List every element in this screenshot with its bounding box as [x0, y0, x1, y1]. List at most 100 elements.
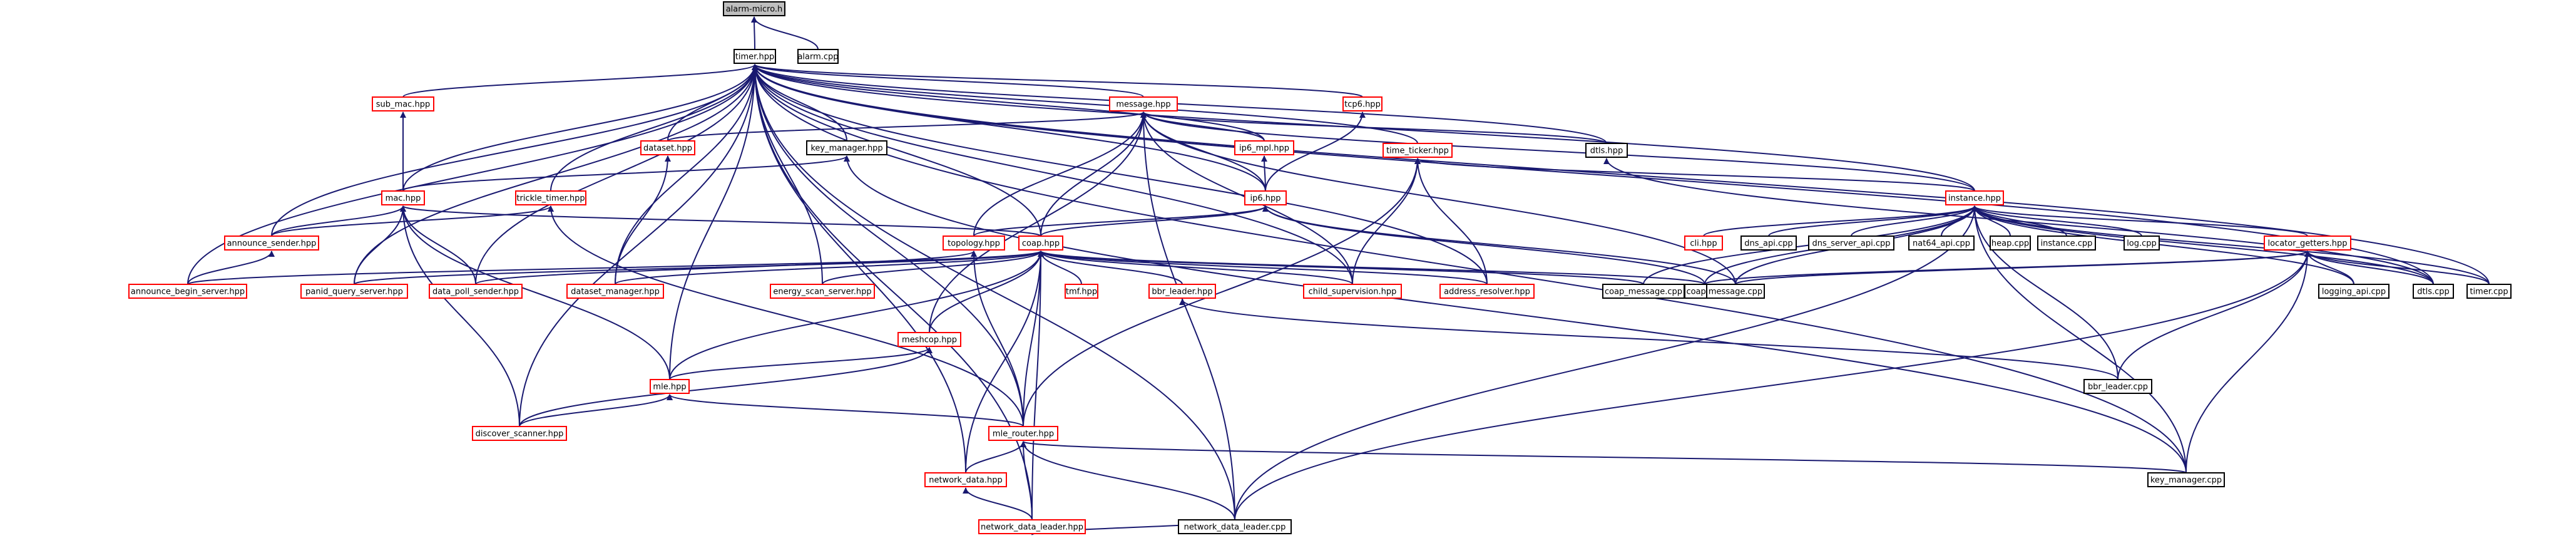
node-locator-getters-hpp[interactable]: locator_getters.hpp — [2264, 235, 2351, 251]
node-discover-scanner-hpp[interactable]: discover_scanner.hpp — [472, 426, 567, 441]
node-address-resolver-hpp[interactable]: address_resolver.hpp — [1439, 284, 1535, 299]
edge-mac_hpp-announce_sender_hpp — [271, 205, 406, 237]
node-alarm-cpp[interactable]: alarm.cpp — [797, 49, 839, 64]
node-energy-scan-server-hpp[interactable]: energy_scan_server.hpp — [770, 284, 875, 299]
node-message-hpp[interactable]: message.hpp — [1109, 96, 1178, 111]
edge-mle_router_hpp-key_manager_cpp — [1020, 441, 2187, 473]
node-dtls-cpp[interactable]: dtls.cpp — [2413, 284, 2454, 299]
node-ip6-hpp[interactable]: ip6.hpp — [1244, 190, 1287, 205]
node-network-data-leader-cpp[interactable]: network_data_leader.cpp — [1178, 519, 1292, 534]
node-box — [723, 1, 785, 16]
node-meshcop-hpp[interactable]: meshcop.hpp — [897, 332, 961, 347]
edge-coap_hpp-mle_hpp — [669, 251, 1044, 380]
node-box — [733, 49, 776, 64]
node-box — [2083, 379, 2152, 394]
node-coap-hpp[interactable]: coap.hpp — [1018, 235, 1063, 251]
edge-mac_hpp-coap_hpp — [400, 205, 1041, 237]
edge-coap_hpp-child_supervision_hpp — [1038, 251, 1353, 285]
node-dns-server-api-cpp[interactable]: dns_server_api.cpp — [1808, 235, 1894, 251]
node-label: data_poll_sender.hpp — [432, 287, 519, 297]
edge-announce_sender_hpp-announce_begin_server_hpp — [187, 251, 275, 285]
edge-coap_hpp-coap_cpp — [1038, 251, 1705, 285]
node-dns-api-cpp[interactable]: dns_api.cpp — [1740, 235, 1797, 251]
node-log-cpp[interactable]: log.cpp — [2124, 235, 2160, 251]
node-nat64-api-cpp[interactable]: nat64_api.cpp — [1908, 235, 1975, 251]
node-label: panid_query_server.hpp — [305, 287, 403, 297]
node-timer-hpp[interactable]: timer.hpp — [733, 49, 776, 64]
edge-topology_hpp-data_poll_sender_hpp — [475, 251, 977, 285]
edge-timer_hpp-mac_hpp — [402, 64, 758, 192]
node-announce-sender-hpp[interactable]: announce_sender.hpp — [224, 235, 319, 251]
edge-instance_hpp-network_data_leader_cpp — [1234, 205, 1978, 520]
node-label: timer.hpp — [735, 53, 774, 62]
node-label: log.cpp — [2127, 239, 2157, 249]
node-data-poll-sender-hpp[interactable]: data_poll_sender.hpp — [429, 284, 523, 299]
node-bbr-leader-cpp[interactable]: bbr_leader.cpp — [2083, 379, 2152, 394]
node-box — [1585, 143, 1628, 158]
node-network-data-hpp[interactable]: network_data.hpp — [924, 472, 1007, 487]
node-message-cpp[interactable]: message.cpp — [1706, 284, 1765, 299]
node-alarm-micro-h[interactable]: alarm-micro.h — [723, 1, 785, 16]
node-child-supervision-hpp[interactable]: child_supervision.hpp — [1303, 284, 1402, 299]
edge-coap_hpp-mle_router_hpp — [1023, 251, 1044, 427]
node-mle-hpp[interactable]: mle.hpp — [650, 379, 690, 394]
node-heap-cpp[interactable]: heap.cpp — [1990, 235, 2031, 251]
node-cli-hpp[interactable]: cli.hpp — [1684, 235, 1723, 251]
node-key-manager-cpp[interactable]: key_manager.cpp — [2147, 472, 2225, 487]
edge-coap_hpp-announce_begin_server_hpp — [187, 251, 1044, 285]
edge-dataset_hpp-dataset_manager_hpp — [615, 155, 671, 285]
node-label: key_manager.cpp — [2150, 476, 2222, 485]
node-label: network_data_leader.cpp — [1184, 523, 1286, 532]
edge-coap_hpp-dataset_manager_hpp — [615, 251, 1044, 285]
edge-meshcop_hpp-discover_scanner_hpp — [519, 347, 933, 427]
node-sub-mac-hpp[interactable]: sub_mac.hpp — [372, 96, 434, 111]
node-box — [2147, 472, 2225, 487]
node-tcp6-hpp[interactable]: tcp6.hpp — [1342, 96, 1383, 111]
node-mac-hpp[interactable]: mac.hpp — [381, 190, 425, 205]
node-dataset-hpp[interactable]: dataset.hpp — [640, 140, 695, 155]
edge-timer_hpp-dtls_cpp — [752, 64, 2434, 285]
node-topology-hpp[interactable]: topology.hpp — [943, 235, 1005, 251]
node-label: bbr_leader.hpp — [1152, 287, 1212, 297]
node-bbr-leader-hpp[interactable]: bbr_leader.hpp — [1148, 284, 1216, 299]
node-timer-cpp[interactable]: timer.cpp — [2466, 284, 2512, 299]
edge-instance_hpp-log_cpp — [1971, 205, 2142, 237]
node-mle-router-hpp[interactable]: mle_router.hpp — [988, 426, 1058, 441]
node-box — [2124, 235, 2160, 251]
node-box — [2318, 284, 2389, 299]
node-dataset-manager-hpp[interactable]: dataset_manager.hpp — [566, 284, 664, 299]
node-label: dtls.hpp — [1590, 147, 1623, 156]
node-coap-message-cpp[interactable]: coap_message.cpp — [1602, 284, 1685, 299]
node-box — [515, 190, 586, 205]
node-label: dataset_manager.hpp — [571, 287, 660, 297]
edge-coap_hpp-network_data_leader_hpp — [1031, 251, 1044, 520]
edge-locator_getters_hpp-key_manager_cpp — [2185, 251, 2311, 473]
node-instance-cpp[interactable]: instance.cpp — [2037, 235, 2096, 251]
node-dtls-hpp[interactable]: dtls.hpp — [1585, 143, 1628, 158]
edge-message_hpp-topology_hpp — [973, 111, 1147, 237]
node-logging-api-cpp[interactable]: logging_api.cpp — [2318, 284, 2389, 299]
edge-mle_router_hpp-network_data_leader_hpp — [1020, 441, 1033, 520]
node-label: ip6_mpl.hpp — [1239, 144, 1289, 153]
node-network-data-leader-hpp[interactable]: network_data_leader.hpp — [978, 519, 1086, 534]
node-box — [128, 284, 247, 299]
node-box — [1065, 284, 1098, 299]
edge-topology_hpp-mle_router_hpp — [971, 251, 1024, 427]
node-time-ticker-hpp[interactable]: time_ticker.hpp — [1383, 143, 1453, 158]
node-label: energy_scan_server.hpp — [773, 287, 871, 297]
edge-instance_hpp-key_manager_cpp — [1971, 205, 2187, 473]
node-tmf-hpp[interactable]: tmf.hpp — [1065, 284, 1098, 299]
node-box — [1342, 96, 1383, 111]
edge-message_hpp-dtls_hpp — [1140, 111, 1607, 144]
node-label: instance.cpp — [2041, 239, 2093, 249]
node-trickle-timer-hpp[interactable]: trickle_timer.hpp — [515, 190, 586, 205]
edge-alarm_micro_h-timer_hpp — [751, 16, 758, 50]
node-announce-begin-server-hpp[interactable]: announce_begin_server.hpp — [128, 284, 247, 299]
node-panid-query-server-hpp[interactable]: panid_query_server.hpp — [300, 284, 408, 299]
node-ip6-mpl-hpp[interactable]: ip6_mpl.hpp — [1234, 140, 1294, 155]
node-instance-hpp[interactable]: instance.hpp — [1945, 190, 2004, 205]
node-key-manager-hpp[interactable]: key_manager.hpp — [806, 140, 887, 155]
node-label: topology.hpp — [948, 239, 1000, 249]
node-label: mle_router.hpp — [993, 430, 1054, 439]
edge-mac_hpp-mle_hpp — [400, 205, 670, 380]
